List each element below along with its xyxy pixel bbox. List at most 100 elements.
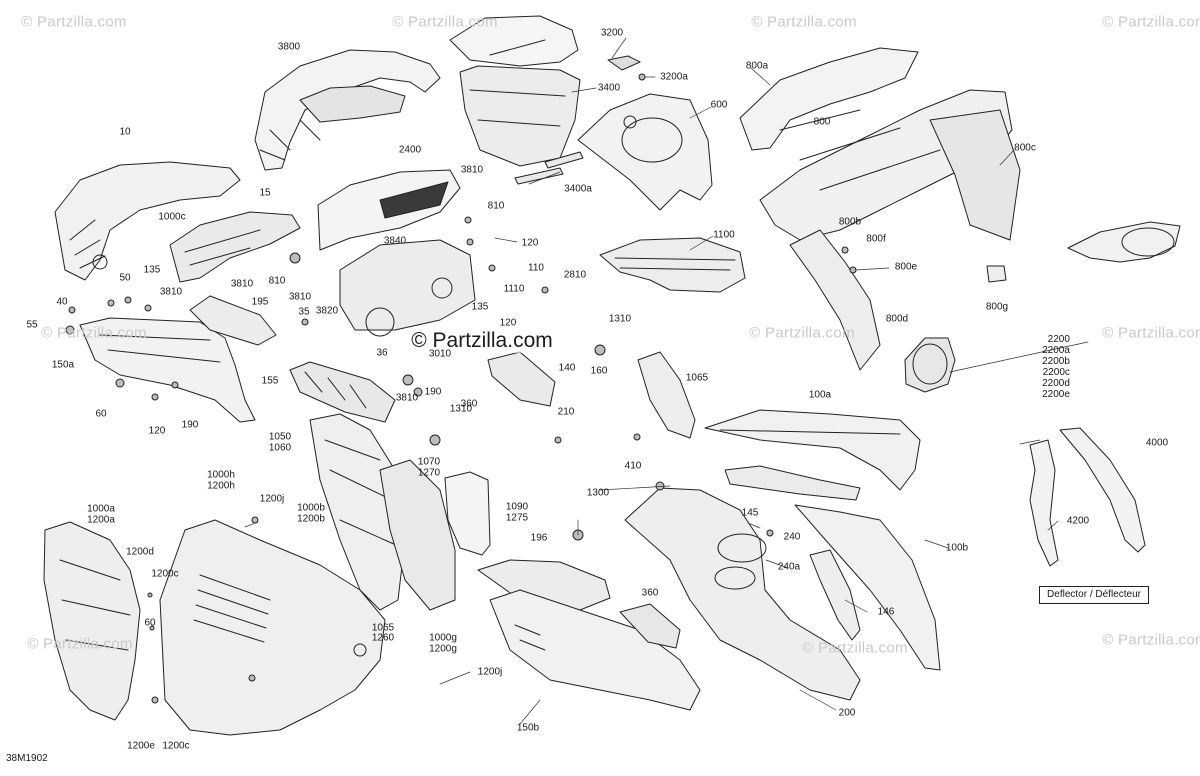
callout-3820: 3820 — [315, 305, 339, 317]
callout-240: 240 — [783, 531, 801, 543]
part-195-shape — [189, 295, 277, 346]
callout-50: 50 — [119, 272, 131, 284]
part-3400-shape — [449, 15, 581, 167]
callout-140: 140 — [558, 362, 576, 374]
callout-1275: 1275 — [505, 512, 529, 524]
part-155-shape — [289, 361, 396, 423]
callout-1200a: 1200a — [87, 514, 115, 526]
callout-240a: 240a — [777, 561, 801, 573]
callout-3810: 3810 — [230, 278, 254, 290]
callout-2200a: 2200a — [1042, 345, 1070, 356]
callout-160: 160 — [590, 365, 608, 377]
watermark-text: © Partzilla.com — [21, 13, 127, 31]
part-150a-shape — [79, 317, 256, 423]
callout-135: 135 — [471, 301, 489, 313]
callout-36: 36 — [376, 347, 388, 359]
callout-1110: 1110 — [503, 283, 525, 295]
part-600-shape — [577, 93, 713, 211]
part-1000b-shape — [159, 519, 386, 736]
callout-35: 35 — [298, 306, 310, 318]
callout-3200: 3200 — [600, 27, 624, 39]
callout-800a: 800a — [745, 60, 769, 72]
callout-3400a: 3400a — [564, 183, 592, 195]
callout-196: 196 — [530, 532, 548, 544]
watermark-text: © Partzilla.com — [802, 639, 908, 657]
callout-55: 55 — [26, 319, 38, 331]
callout-3840: 3840 — [383, 235, 407, 247]
callout-3800: 3800 — [277, 41, 301, 53]
part-1065a-shape — [637, 351, 696, 439]
callout-600: 600 — [710, 99, 728, 111]
callout-3200a: 3200a — [660, 71, 688, 83]
callout-2200c: 2200c — [1042, 367, 1070, 378]
watermark-text: © Partzilla.com — [1102, 13, 1200, 31]
callout-1000h: 1000h — [207, 469, 235, 481]
callout-1065: 1065 — [371, 622, 395, 634]
part-100a-shape — [704, 409, 921, 491]
callout-2200d: 2200d — [1042, 378, 1070, 389]
callout-100b: 100b — [945, 542, 969, 554]
part-360a-shape — [487, 351, 556, 407]
part-360b-shape — [619, 603, 681, 649]
part-1050-shape — [309, 413, 406, 611]
part-800g-shape — [986, 265, 1007, 283]
callout-1000a: 1000a — [87, 503, 115, 515]
watermark-text: © Partzilla.com — [1102, 324, 1200, 342]
callout-150b: 150b — [516, 722, 540, 734]
callout-4000: 4000 — [1145, 437, 1169, 449]
callout-1200g: 1200g — [429, 643, 457, 655]
callout-3810: 3810 — [159, 286, 183, 298]
callout-120: 120 — [148, 425, 166, 437]
callout-1050: 1050 — [268, 431, 292, 443]
callout-146: 146 — [877, 606, 895, 618]
callout-800b: 800b — [838, 216, 862, 228]
callout-120: 120 — [521, 237, 539, 249]
callout-800e: 800e — [894, 261, 918, 273]
callout-2200e: 2200e — [1042, 389, 1070, 400]
watermark-text: © Partzilla.com — [751, 13, 857, 31]
callout-3810: 3810 — [395, 392, 419, 404]
callout-1200h: 1200h — [207, 480, 235, 492]
callout-410: 410 — [624, 460, 642, 472]
callout-1060: 1060 — [268, 442, 292, 454]
callout-135: 135 — [143, 264, 161, 276]
callout-190: 190 — [424, 386, 442, 398]
watermark-text: © Partzilla.com — [749, 324, 855, 342]
callout-1065: 1065 — [685, 372, 709, 384]
callout-800c: 800c — [1014, 142, 1036, 154]
callout-1200c: 1200c — [162, 740, 190, 752]
callout-145: 145 — [741, 507, 759, 519]
watermark-text: © Partzilla.com — [41, 324, 147, 342]
part-4000-shape — [1029, 427, 1146, 567]
part-1070-shape — [379, 459, 456, 611]
callout-2200-stack: 2200 2200a 2200b 2200c 2200d 2200e — [1042, 334, 1070, 400]
callout-3810: 3810 — [460, 164, 484, 176]
callout-360: 360 — [641, 587, 659, 599]
callout-200: 200 — [838, 707, 856, 719]
callout-3010: 3010 — [428, 348, 452, 360]
part-3800-shape — [254, 49, 441, 171]
leader-lines — [244, 37, 1089, 725]
watermark-text: © Partzilla.com — [1102, 631, 1200, 649]
callout-1000b: 1000b — [297, 502, 325, 514]
callout-195: 195 — [251, 296, 269, 308]
callout-3810: 3810 — [288, 291, 312, 303]
watermark-text: © Partzilla.com — [27, 635, 133, 653]
callout-1200j: 1200j — [477, 666, 503, 678]
part-145-shape — [724, 465, 861, 501]
callout-1200d: 1200d — [126, 546, 154, 558]
callout-10: 10 — [119, 126, 131, 138]
callout-15: 15 — [259, 187, 271, 199]
callout-1310: 1310 — [608, 313, 632, 325]
center-watermark: © Partzilla.com — [409, 329, 555, 353]
callout-155: 155 — [261, 375, 279, 387]
callout-1100: 1100 — [713, 229, 735, 241]
callout-1200b: 1200b — [297, 513, 325, 525]
callout-800g: 800g — [985, 301, 1009, 313]
callout-190: 190 — [181, 419, 199, 431]
part-800-shape — [739, 47, 1021, 371]
part-10-shape — [54, 161, 241, 281]
hardware-dots — [65, 216, 857, 704]
callout-1270: 1270 — [417, 467, 441, 479]
